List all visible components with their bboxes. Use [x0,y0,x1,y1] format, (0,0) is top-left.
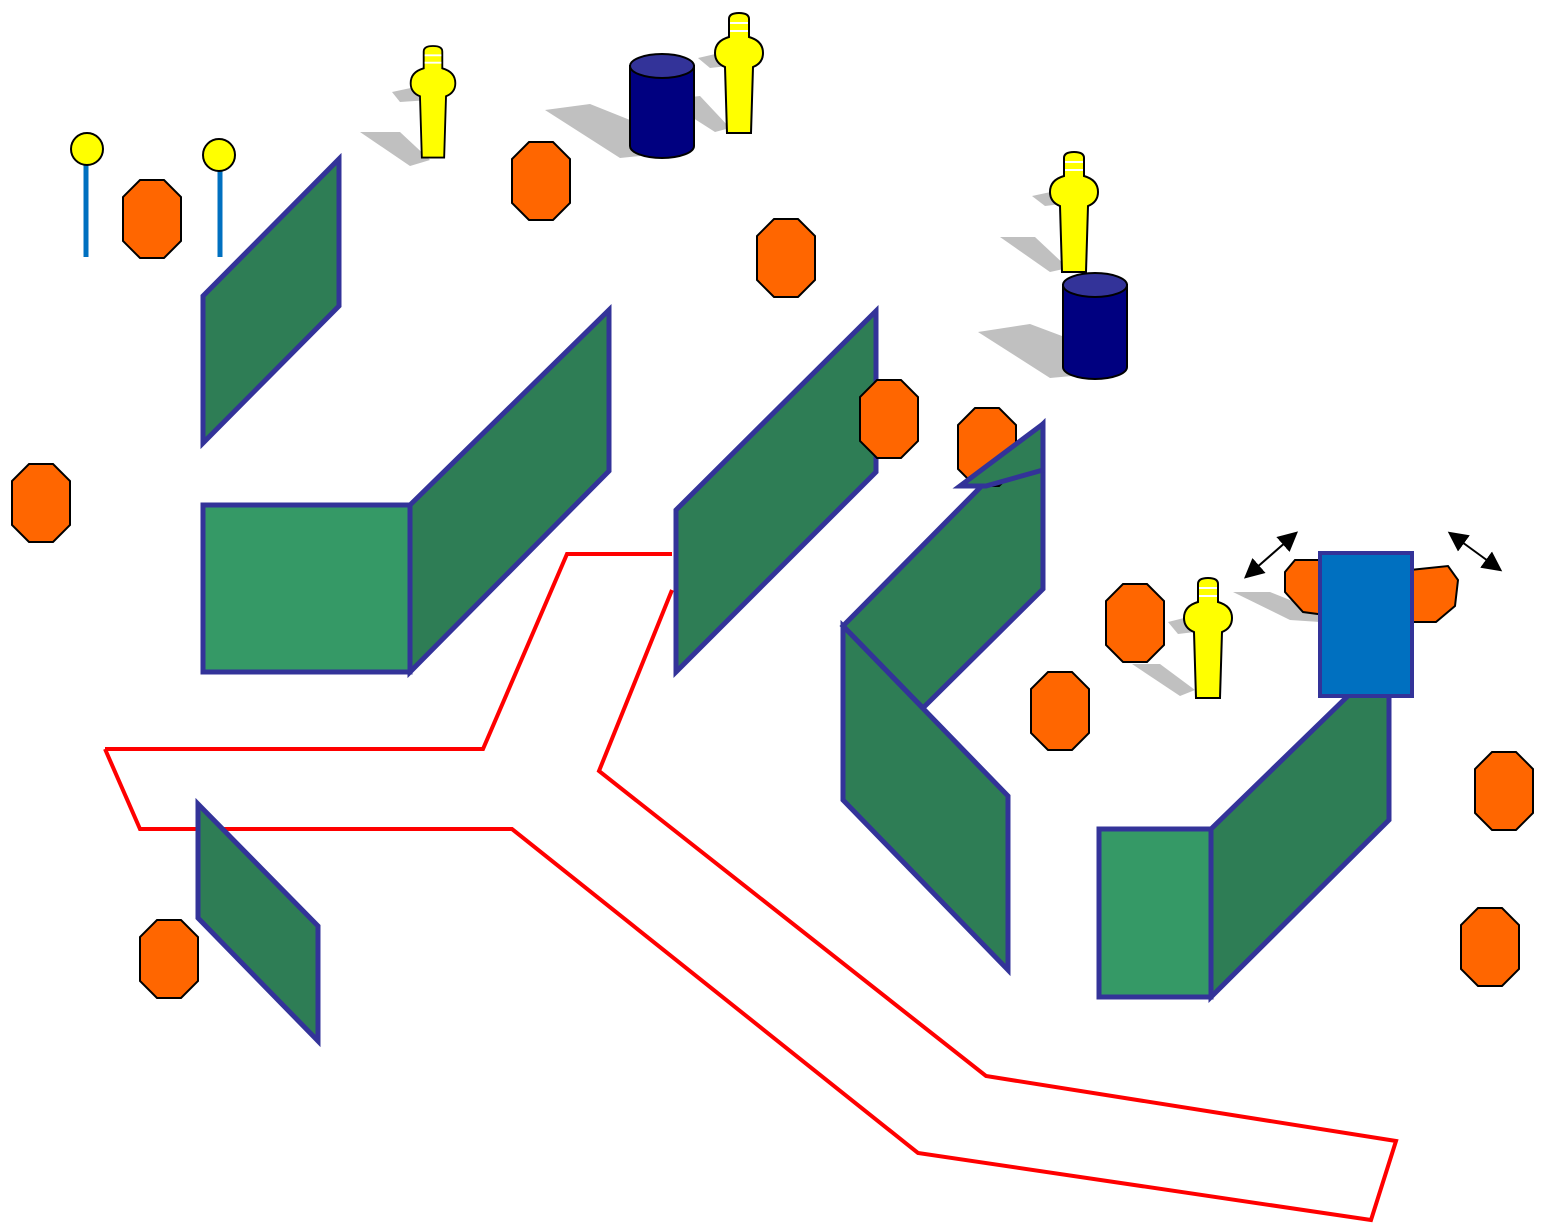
shadow [1000,237,1068,272]
barrel-icon [629,53,695,159]
fault-line-upper [105,552,672,751]
moving-target-icon [1318,551,1414,698]
popper-icon [70,132,104,257]
double-arrow-icon [1243,531,1299,579]
steel-target-icon [1474,751,1534,831]
steel-target-icon [11,463,71,543]
shadow [1233,592,1320,622]
fault-line-left [103,589,1399,1223]
popper-icon [202,138,236,257]
wall-front-1 [200,502,413,675]
paper-target-group [409,11,1234,699]
shadow [978,324,1072,378]
wall-angled-4-overlap [952,419,1046,489]
paper-target-icon [713,11,765,134]
steel-target-icon [859,379,919,459]
shadow [1132,664,1195,696]
steel-target-icon [1105,583,1165,663]
steel-target-icon [511,141,571,221]
steel-target-icon [122,179,182,259]
double-arrow-icon [1447,531,1503,572]
wall-angled-7 [1208,650,1392,1004]
barrel-group [629,53,1128,380]
moving-target-group [1243,531,1503,698]
wall-angled-2 [407,304,612,679]
wall-front-2 [1096,826,1214,1000]
steel-target-icon [1460,907,1520,987]
barrel-icon [1062,272,1128,380]
wall-angled-3 [673,304,879,679]
shadow [545,104,640,158]
paper-target-icon [409,45,457,159]
fault-line-group [103,552,1399,1223]
steel-target-icon [1030,671,1090,751]
wall-angled-5 [840,619,1011,977]
paper-target-icon [1182,576,1234,699]
paper-target-icon [1048,150,1100,273]
shadow [360,132,430,166]
steel-target-icon [139,919,199,999]
wall-group [195,152,1392,1048]
wall-angled-6 [195,797,321,1048]
popper-group [70,132,236,257]
wall-angled-1 [200,152,342,450]
steel-target-icon [1409,564,1460,623]
steel-target-icon [756,218,816,298]
